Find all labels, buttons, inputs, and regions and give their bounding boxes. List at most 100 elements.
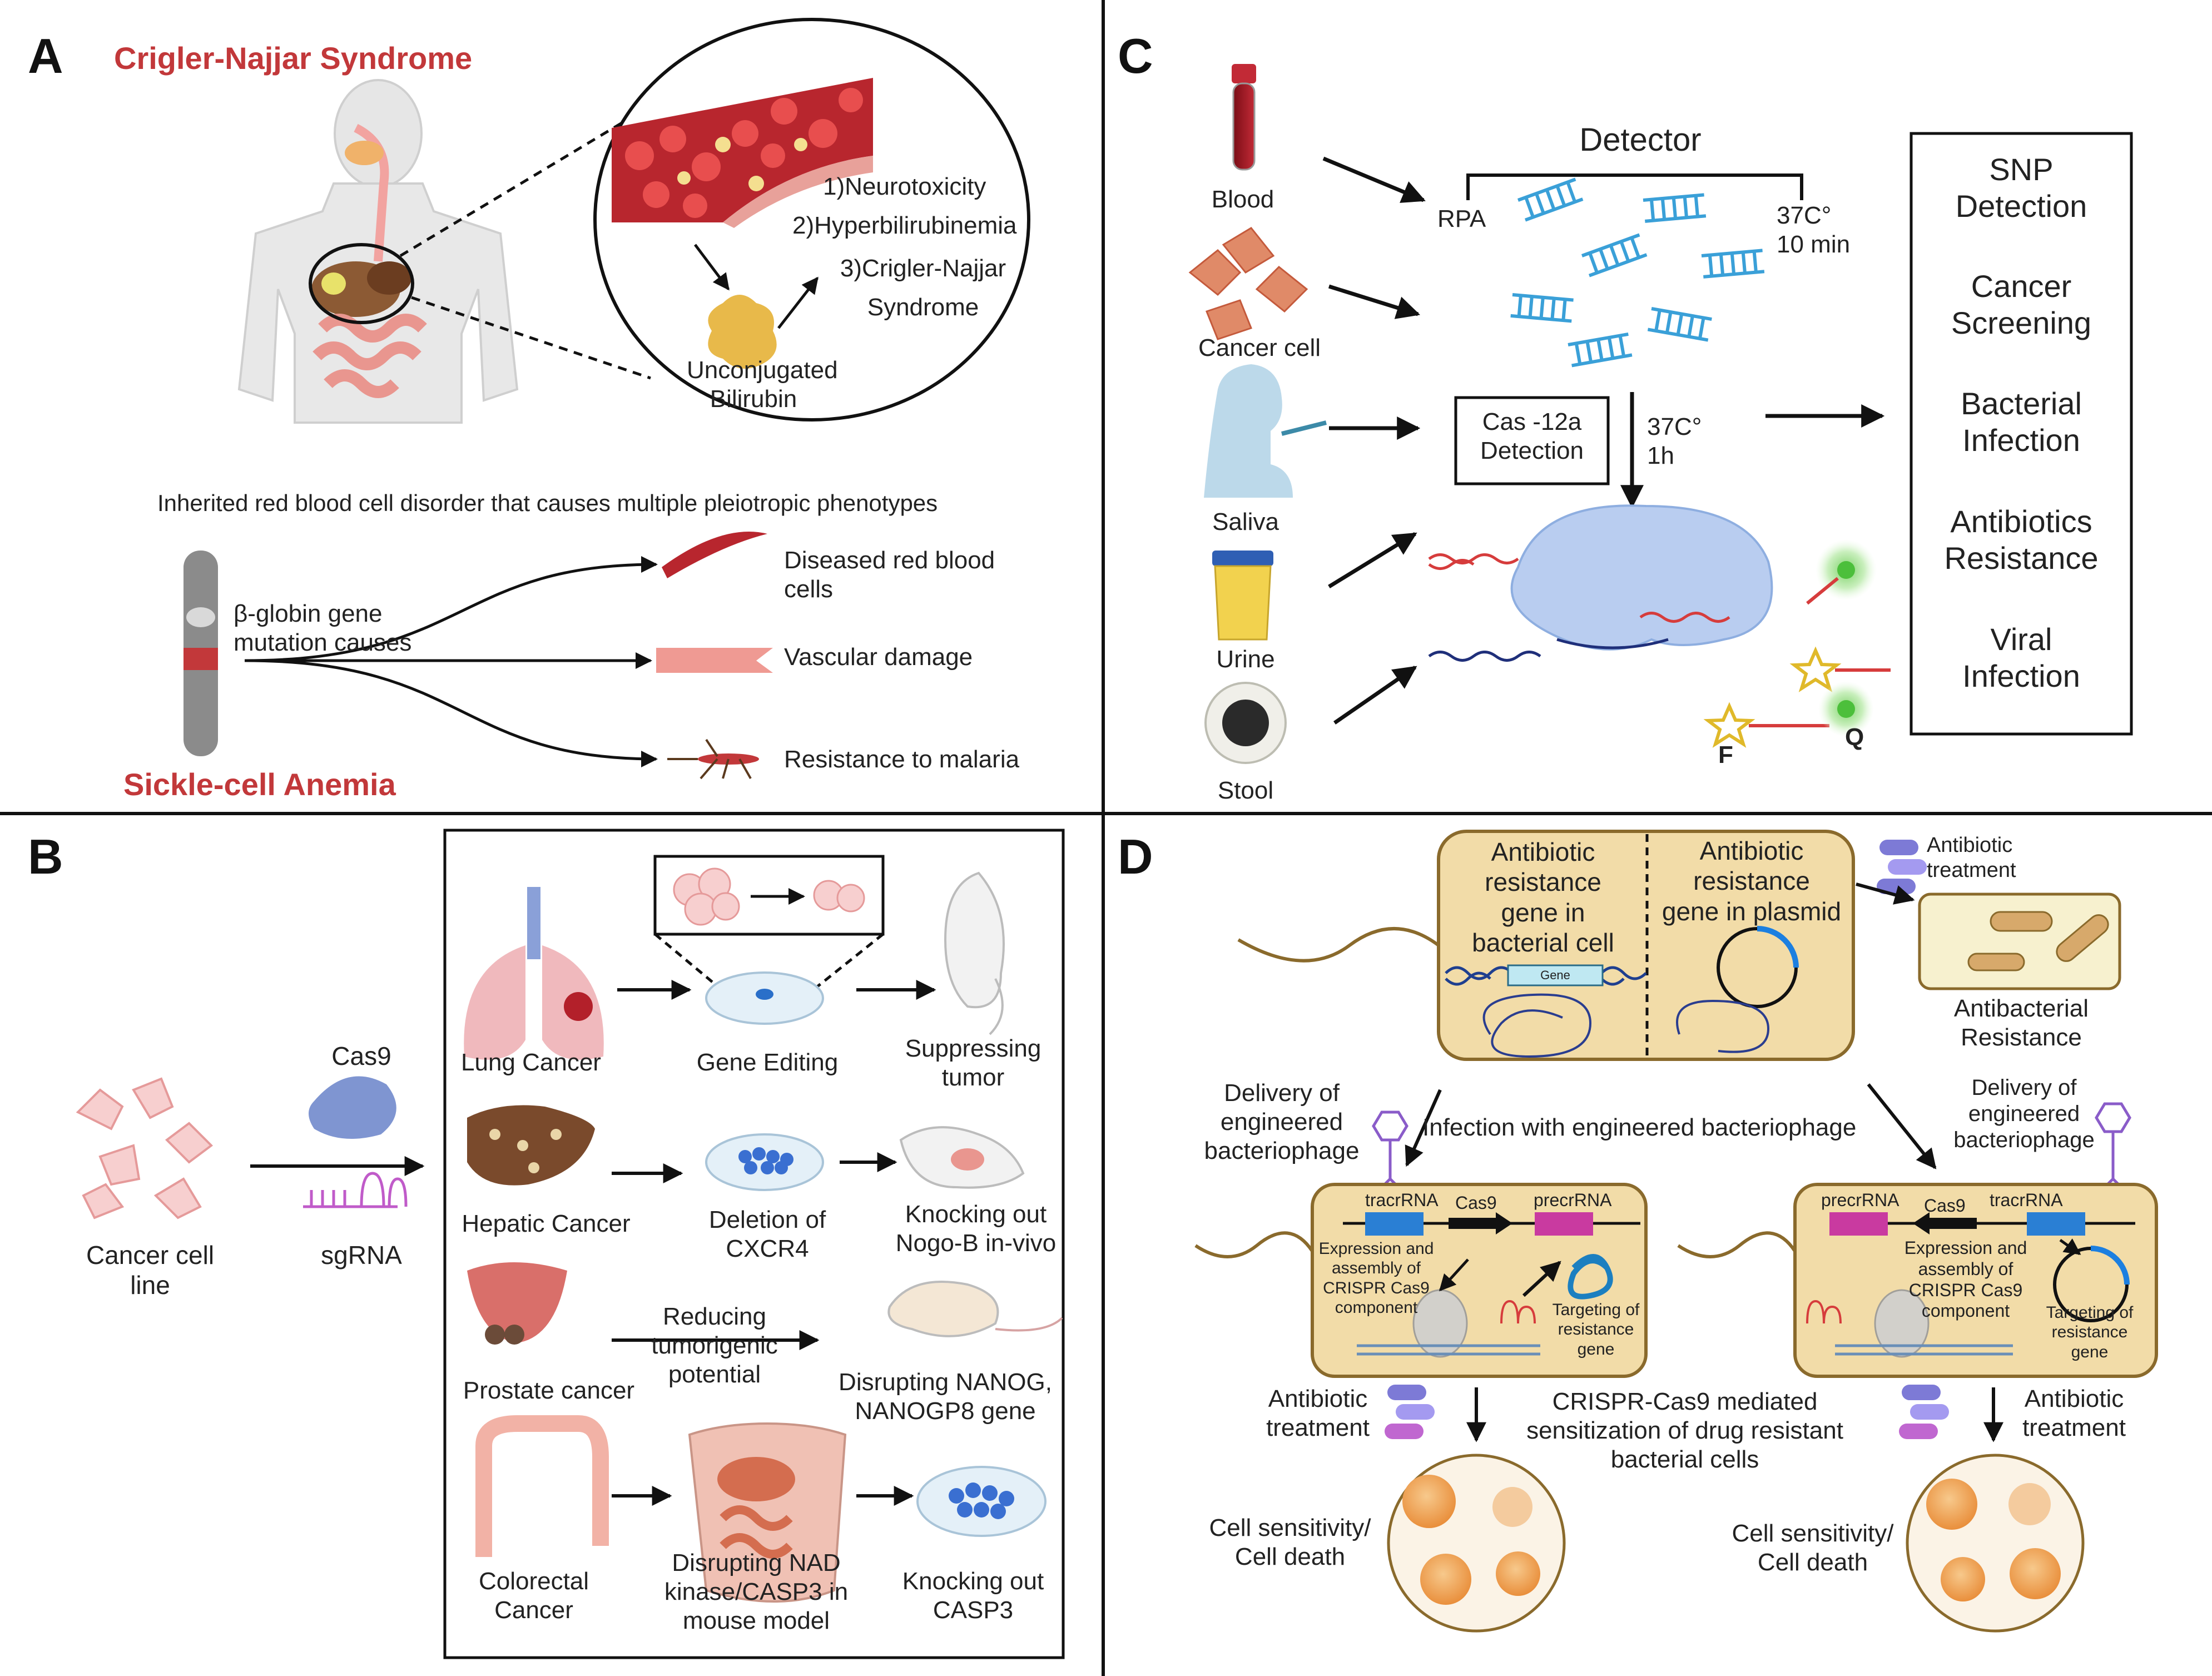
cell-inset-box bbox=[653, 855, 885, 936]
precrrna-block-right bbox=[1829, 1212, 1888, 1236]
arrow-targeting-right bbox=[2059, 1238, 2081, 1256]
human-body-icon bbox=[237, 79, 519, 424]
blood-tube-icon bbox=[1232, 64, 1256, 171]
dna-probes-icon bbox=[1510, 177, 1765, 368]
petri-dish-cxcr4 bbox=[705, 1133, 824, 1191]
application-bacterial: Bacterial Infection bbox=[1961, 386, 2082, 458]
chromosomal-gene-icon bbox=[1445, 964, 1647, 986]
sample-saliva-label: Saliva bbox=[1212, 508, 1279, 535]
cell-death-right: Cell sensitivity/ Cell death bbox=[1732, 1520, 1894, 1576]
stool-dish-icon bbox=[1204, 682, 1287, 764]
bilirubin-blob-icon bbox=[708, 295, 777, 369]
precrrna-label-left: precrRNA bbox=[1534, 1190, 1612, 1210]
expression-label-left: Expression and assembly of CRISPR Cas9 c… bbox=[1318, 1239, 1434, 1317]
zoom-line-bottom bbox=[411, 296, 651, 380]
urine-cup-icon bbox=[1212, 551, 1273, 641]
outcome-vascular-damage: Vascular damage bbox=[784, 643, 973, 671]
damaged-vessel-icon bbox=[656, 648, 773, 673]
guide-rna-right bbox=[1806, 1300, 1842, 1324]
cancer-cell-line-label: Cancer cell line bbox=[86, 1241, 215, 1300]
antibacterial-resistance-label: Antibacterial Resistance bbox=[1953, 995, 2089, 1051]
arrow-targeting-left bbox=[1522, 1261, 1561, 1297]
targeting-label-left: Targeting of resistance gene bbox=[1552, 1301, 1640, 1358]
blood-vessel-icon bbox=[612, 78, 873, 228]
cas9-arrow-right bbox=[1913, 1212, 1977, 1234]
dash-inset-right bbox=[805, 933, 884, 996]
mouse-icon-row2 bbox=[899, 1126, 1025, 1189]
chromosome-icon bbox=[183, 551, 218, 756]
petri-dish-gene-editing bbox=[705, 971, 824, 1025]
cas12a-detection-label: Cas -12a Detection bbox=[1480, 408, 1584, 464]
crispr-sensitization-label: CRISPR-Cas9 mediated sensitization of dr… bbox=[1526, 1388, 1843, 1473]
application-viral: Viral Infection bbox=[1962, 622, 2080, 694]
plasmid-gene-arc bbox=[1757, 926, 1799, 968]
gene-editing-label: Gene Editing bbox=[696, 1049, 839, 1076]
panelB-box bbox=[443, 829, 1065, 1659]
cas9-complex-right bbox=[1874, 1289, 1930, 1358]
mutation-label: β-globin gene mutation causes bbox=[234, 600, 412, 656]
cas12a-box bbox=[1454, 396, 1610, 485]
cell-inset-icon bbox=[673, 867, 865, 926]
delivery-right-label: Delivery of engineered bacteriophage bbox=[1953, 1075, 2095, 1153]
cell-death-left: Cell sensitivity/ Cell death bbox=[1209, 1514, 1371, 1570]
dead-cells-left bbox=[1387, 1454, 1566, 1633]
resistant-bacteria-icon bbox=[1967, 911, 2109, 971]
antibiotic-treatment-right: Antibiotic treatment bbox=[2022, 1385, 2126, 1441]
cas9-protein-icon bbox=[309, 1076, 396, 1139]
petri-dish-casp3 bbox=[916, 1466, 1047, 1537]
arrow-delivery-left bbox=[1405, 1089, 1442, 1167]
gene-tag-label: Gene bbox=[1540, 968, 1570, 982]
sickle-cell-title: Sickle-cell Anemia bbox=[123, 767, 396, 802]
application-antibiotics: Antibiotics Resistance bbox=[1944, 504, 2099, 576]
tangled-gene-left bbox=[1568, 1254, 1613, 1300]
targeting-label-right: Targeting of resistance gene bbox=[2046, 1303, 2134, 1361]
tracrrna-label-left: tracrRNA bbox=[1365, 1190, 1439, 1210]
sickle-cell-icon bbox=[662, 532, 767, 578]
dead-cells-right bbox=[1906, 1454, 2085, 1633]
expression-label-right: Expression and assembly of CRISPR Cas9 c… bbox=[1904, 1238, 2027, 1321]
prostate-cancer-label: Prostate cancer bbox=[463, 1377, 635, 1404]
panel-letter-d: D bbox=[1118, 829, 1153, 884]
infection-label: Infection with engineered bacteriophage bbox=[1422, 1114, 1857, 1141]
effect-crigler-najjar: 3)Crigler-Najjar Syndrome bbox=[840, 255, 1006, 321]
flagellum-engineered-right bbox=[1677, 1231, 1797, 1258]
abdomen-icon bbox=[688, 1422, 847, 1603]
lung-cancer-label: Lung Cancer bbox=[461, 1049, 601, 1076]
bilirubin-label: Unconjugated Bilirubin bbox=[687, 356, 838, 413]
antibiotic-treatment-top: Antibiotic treatment bbox=[1927, 834, 2016, 882]
quencher-label: Q bbox=[1845, 723, 1864, 751]
mosquito-icon bbox=[667, 738, 759, 780]
knocking-out-nogob-label: Knocking out Nogo-B in-vivo bbox=[895, 1201, 1057, 1257]
fluorophore-label: F bbox=[1718, 741, 1733, 768]
panel-letter-a: A bbox=[28, 28, 63, 83]
liver-icon bbox=[467, 1105, 595, 1186]
arrow-bilirubin-to-effects bbox=[777, 276, 819, 329]
resistance-gene-plasmid-label: Antibiotic resistance gene in plasmid bbox=[1662, 836, 1842, 926]
hepatic-cancer-label: Hepatic Cancer bbox=[462, 1210, 631, 1237]
liver-highlight-circle bbox=[309, 243, 414, 324]
target-dna-left bbox=[1357, 1344, 1540, 1356]
crigler-najjar-title: Crigler-Najjar Syndrome bbox=[114, 41, 473, 76]
arrow-expression-left bbox=[1439, 1258, 1469, 1292]
mouse-icon-row1 bbox=[944, 871, 1005, 1035]
precrrna-block-left bbox=[1535, 1212, 1593, 1236]
sample-stool-label: Stool bbox=[1217, 777, 1274, 804]
target-dna-right bbox=[1835, 1344, 2013, 1356]
antibiotic-pills-right bbox=[1899, 1385, 1949, 1439]
arrow-vessel-to-bilirubin bbox=[694, 244, 730, 291]
lung-icon bbox=[464, 887, 604, 1060]
applications-box bbox=[1910, 132, 2133, 736]
plasmid-chromosome-icon bbox=[1676, 999, 1770, 1053]
panelC-sample-arrows bbox=[1322, 156, 1426, 725]
prostate-icon bbox=[467, 1262, 567, 1345]
cancer-cells-icon bbox=[76, 1077, 214, 1219]
cancer-cell-icon-c bbox=[1188, 227, 1308, 340]
precrrna-label-right: precrRNA bbox=[1821, 1190, 1899, 1210]
reducing-tumorigenic-label: Reducing tumorigenic potential bbox=[651, 1303, 778, 1388]
deletion-cxcr4-label: Deletion of CXCR4 bbox=[708, 1206, 826, 1262]
flagellum-engineered-left bbox=[1194, 1231, 1314, 1258]
arrow-to-resistance bbox=[1856, 882, 1915, 905]
rpa-label: RPA bbox=[1437, 205, 1486, 232]
cas12a-complex-icon bbox=[1428, 504, 1773, 662]
